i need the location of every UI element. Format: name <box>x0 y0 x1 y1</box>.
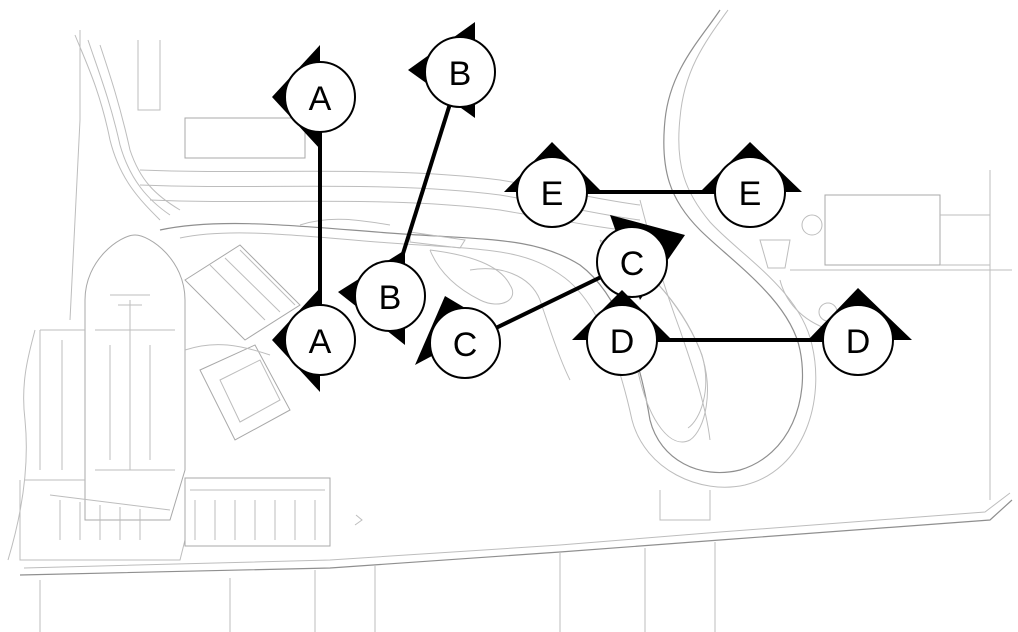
section-marker-a-end: A <box>272 288 356 392</box>
section-marker-d-start: D <box>572 290 672 376</box>
section-marker-d-end: D <box>808 288 912 376</box>
section-label-e-start: E <box>541 175 564 213</box>
section-marker-a-start: A <box>272 45 356 149</box>
section-label-a-end: A <box>309 323 332 361</box>
section-marker-b-start: B <box>408 22 496 118</box>
section-marker-b-end: B <box>338 250 426 345</box>
section-label-d-start: D <box>610 323 635 361</box>
section-label-a-start: A <box>309 80 332 118</box>
section-label-b-start: B <box>449 55 472 93</box>
section-label-c-start: C <box>620 245 645 283</box>
section-marker-c-start: C <box>596 215 685 300</box>
section-marker-e-end: E <box>700 142 802 228</box>
section-label-b-end: B <box>379 279 402 317</box>
section-label-e-end: E <box>739 175 762 213</box>
section-label-d-end: D <box>846 323 871 361</box>
section-marker-e-start: E <box>504 142 602 228</box>
section-label-c-end: C <box>453 326 478 364</box>
section-marker-c-end: C <box>415 296 501 379</box>
